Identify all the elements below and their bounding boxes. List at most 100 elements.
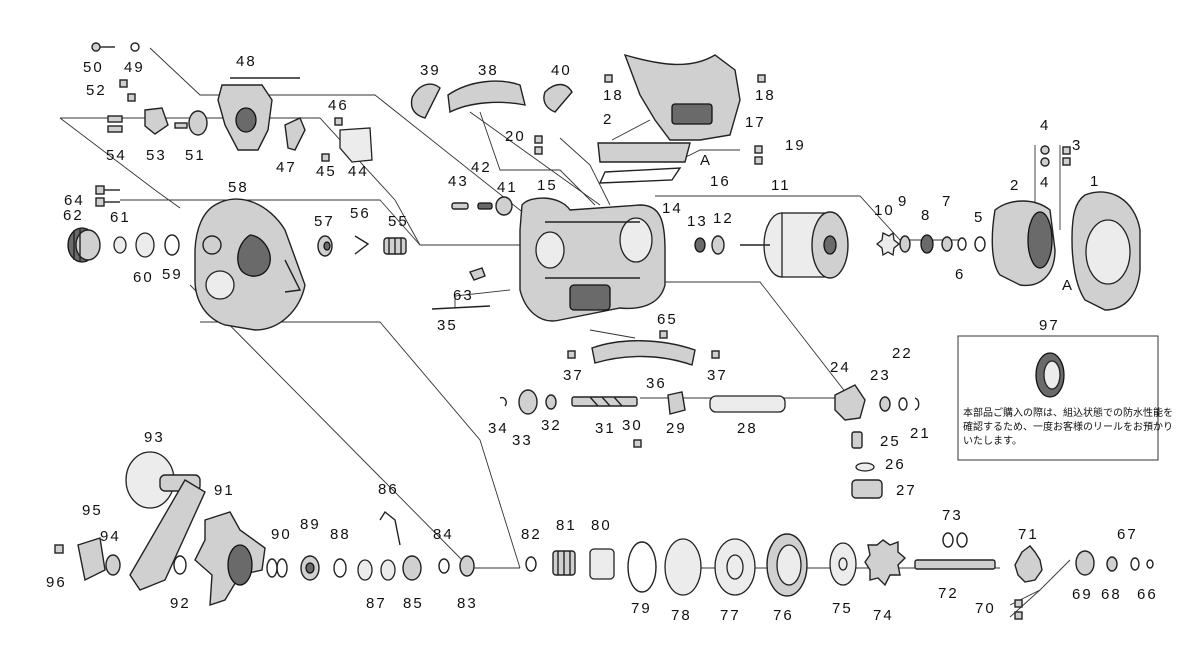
callout-75: 75 <box>832 600 853 617</box>
small-parts-5-10 <box>875 231 986 257</box>
callout-76: 76 <box>773 607 794 624</box>
note-line-1: 本部品ご購入の際は、組込状態での防水性能を <box>963 406 1173 419</box>
callout-74: 74 <box>873 607 894 624</box>
callout-81: 81 <box>556 517 577 534</box>
callout-35: 35 <box>437 317 458 334</box>
screws-64 <box>95 185 120 207</box>
callout-93: 93 <box>144 429 165 446</box>
cover-36 <box>567 330 720 366</box>
callout-14: 14 <box>662 200 683 217</box>
callout-83: 83 <box>457 595 478 612</box>
callout-37a: 37 <box>563 367 584 384</box>
bearing-57 <box>317 235 333 257</box>
callout-59: 59 <box>162 266 183 283</box>
note-line-3: いたします。 <box>963 435 1022 447</box>
callout-37b: 37 <box>707 367 728 384</box>
level-wind-28-34 <box>499 389 786 448</box>
callout-66: 66 <box>1137 586 1158 603</box>
callout-13: 13 <box>687 213 708 230</box>
callout-8: 8 <box>921 207 931 224</box>
callout-61: 61 <box>110 209 131 226</box>
parts-21-27 <box>834 384 920 499</box>
callout-78: 78 <box>671 607 692 624</box>
callout-86: 86 <box>378 481 399 498</box>
mark-a-2: A <box>1062 277 1074 294</box>
callout-50: 50 <box>83 59 104 76</box>
bearing-12 <box>711 235 725 255</box>
handle-assembly <box>54 451 266 606</box>
callout-58: 58 <box>228 179 249 196</box>
callout-23: 23 <box>870 367 891 384</box>
mark-a-1: A <box>700 152 712 169</box>
callout-97: 97 <box>1039 317 1060 334</box>
callout-49: 49 <box>124 59 145 76</box>
callout-55: 55 <box>388 213 409 230</box>
callout-29: 29 <box>666 420 687 437</box>
callout-53: 53 <box>146 147 167 164</box>
callout-87: 87 <box>366 595 387 612</box>
callout-40: 40 <box>551 62 572 79</box>
brake-assembly-48 <box>91 42 373 163</box>
pins-41-43 <box>451 196 513 216</box>
callout-41: 41 <box>497 179 518 196</box>
callout-22: 22 <box>892 345 913 362</box>
callout-39: 39 <box>420 62 441 79</box>
callout-16: 16 <box>710 173 731 190</box>
callout-85: 85 <box>403 595 424 612</box>
callout-2a: 2 <box>603 111 613 128</box>
callout-67: 67 <box>1117 526 1138 543</box>
callout-47: 47 <box>276 159 297 176</box>
callout-9: 9 <box>898 193 908 210</box>
callout-96: 96 <box>46 574 67 591</box>
callout-72: 72 <box>938 585 959 602</box>
callout-77: 77 <box>720 607 741 624</box>
callout-84: 84 <box>433 526 454 543</box>
callout-labels: 1 2 2 3 4 4 5 6 7 8 9 10 11 12 13 14 15 … <box>46 53 1158 624</box>
spring-56 <box>354 235 370 255</box>
callout-5: 5 <box>974 209 984 226</box>
side-plate-58 <box>194 198 306 331</box>
shaft-35 <box>431 305 491 310</box>
callout-2b: 2 <box>1010 177 1020 194</box>
callout-10: 10 <box>874 202 895 219</box>
callout-36: 36 <box>646 375 667 392</box>
callout-92: 92 <box>170 595 191 612</box>
callout-56: 56 <box>350 205 371 222</box>
callout-26: 26 <box>885 456 906 473</box>
callout-64: 64 <box>64 192 85 209</box>
callout-4b: 4 <box>1040 174 1050 191</box>
part-97-oring <box>1035 352 1065 398</box>
frame-15 <box>519 197 666 322</box>
link-47 <box>284 117 306 151</box>
callout-25: 25 <box>880 433 901 450</box>
callout-18a: 18 <box>603 87 624 104</box>
callout-71: 71 <box>1018 526 1039 543</box>
callout-1: 1 <box>1090 173 1100 190</box>
washer-60 <box>135 232 155 258</box>
callout-51: 51 <box>185 147 206 164</box>
callout-33: 33 <box>512 432 533 449</box>
top-cover-17 <box>604 53 766 141</box>
callout-4a: 4 <box>1040 117 1050 134</box>
callout-17: 17 <box>745 114 766 131</box>
callout-89: 89 <box>300 516 321 533</box>
callout-15: 15 <box>537 177 558 194</box>
callout-19: 19 <box>785 137 806 154</box>
callout-43: 43 <box>448 173 469 190</box>
pinion-55 <box>383 237 407 255</box>
callout-80: 80 <box>591 517 612 534</box>
spool-11 <box>740 211 849 279</box>
callout-70: 70 <box>975 600 996 617</box>
callout-3: 3 <box>1072 137 1082 154</box>
callout-6: 6 <box>955 266 965 283</box>
callout-73: 73 <box>942 507 963 524</box>
callout-62: 62 <box>63 207 84 224</box>
callout-95: 95 <box>82 502 103 519</box>
washer-61 <box>113 236 127 254</box>
callout-24: 24 <box>830 359 851 376</box>
callout-90: 90 <box>271 526 292 543</box>
lever-53 <box>144 107 169 135</box>
note-line-2: 確認するため、一度お客様のリールをお預かり <box>963 420 1173 433</box>
